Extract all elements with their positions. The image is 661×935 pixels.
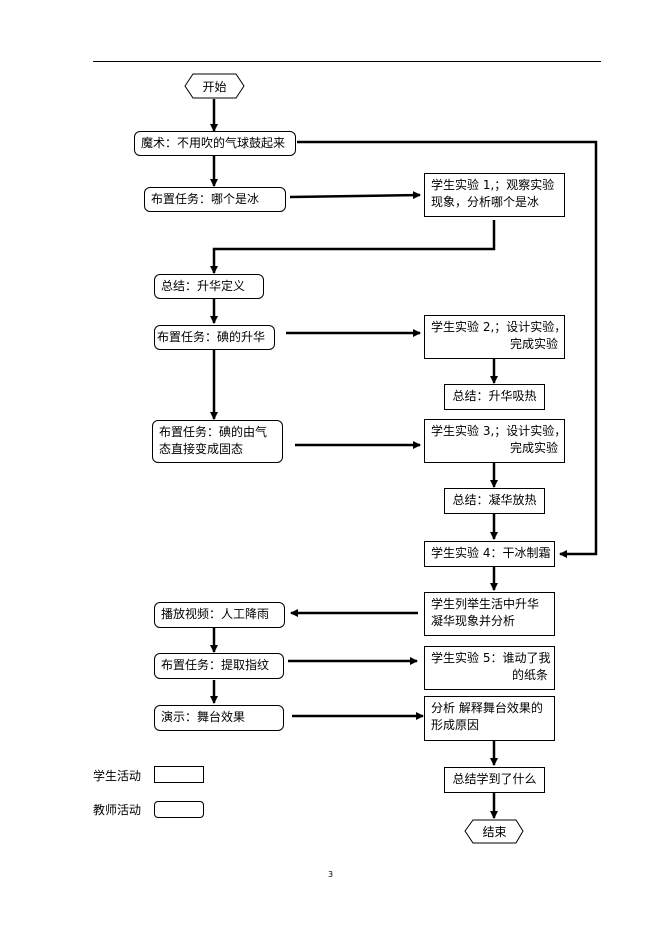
node-list-examples-line2: 凝华现象并分析 <box>431 614 516 628</box>
end-label: 结束 <box>482 825 507 839</box>
arrow-magic-exp4 <box>297 140 598 558</box>
node-exp5-line1: 学生实验 5：谁动了我 <box>431 651 551 665</box>
node-exp5: 学生实验 5：谁动了我 的纸条 <box>424 646 555 690</box>
node-exp2-line1: 学生实验 2,；设计实验， <box>431 320 567 334</box>
node-demo-stage: 演示：舞台效果 <box>154 705 284 731</box>
node-task-fingerprint: 布置任务：提取指纹 <box>154 653 284 679</box>
node-summary-release-text: 总结：凝华放热 <box>452 493 537 507</box>
node-video-rain: 播放视频：人工降雨 <box>154 602 285 628</box>
node-magic: 魔术：不用吹的气球鼓起来 <box>134 131 296 156</box>
legend-teacher-label: 教师活动 <box>93 803 142 817</box>
legend-teacher-box <box>154 801 204 818</box>
node-exp3: 学生实验 3,；设计实验， 完成实验 <box>424 419 567 463</box>
node-exp4: 学生实验 4：干冰制霜 <box>424 541 555 567</box>
node-analysis-line2: 形成原因 <box>431 718 480 732</box>
header-rule <box>93 61 601 62</box>
node-summary-absorb-text: 总结：升华吸热 <box>452 389 537 403</box>
node-summary-learned-text: 总结学到了什么 <box>452 772 537 786</box>
node-task-ice-text: 布置任务：哪个是冰 <box>151 192 260 206</box>
node-task-iodine-sublimation-text: 布置任务：碘的升华 <box>157 330 266 344</box>
arrow-task1-exp1 <box>289 191 421 200</box>
node-analysis-line1: 分析 解释舞台效果的 <box>431 701 543 715</box>
node-summary-release: 总结：凝华放热 <box>444 488 545 514</box>
node-exp1-line2: 现象，分析哪个是冰 <box>431 195 540 209</box>
node-task-iodine-sublimation: 布置任务：碘的升华 <box>154 325 275 350</box>
node-exp1: 学生实验 1,；观察实验 现象，分析哪个是冰 <box>424 173 565 217</box>
node-video-rain-text: 播放视频：人工降雨 <box>161 607 270 621</box>
start-terminator <box>184 73 245 99</box>
node-task-iodine-deposition-line2: 态直接变成固态 <box>159 442 244 456</box>
node-list-examples-line1: 学生列举生活中升华 <box>431 597 540 611</box>
node-magic-text: 魔术：不用吹的气球鼓起来 <box>141 136 286 150</box>
node-summary-absorb: 总结：升华吸热 <box>444 384 545 410</box>
node-summary-learned: 总结学到了什么 <box>444 767 545 793</box>
node-exp3-line1: 学生实验 3,；设计实验， <box>431 424 567 438</box>
node-task-iodine-deposition-line1: 布置任务：碘的由气 <box>159 425 268 439</box>
node-exp4-text: 学生实验 4：干冰制霜 <box>431 546 551 560</box>
node-list-examples: 学生列举生活中升华 凝华现象并分析 <box>424 592 555 636</box>
node-summary-definition-text: 总结：升华定义 <box>161 279 246 293</box>
node-exp5-line2: 的纸条 <box>511 668 548 682</box>
node-task-ice: 布置任务：哪个是冰 <box>144 187 286 212</box>
start-label: 开始 <box>202 80 227 94</box>
legend-student-label: 学生活动 <box>93 769 142 783</box>
end-terminator <box>464 819 524 844</box>
node-task-iodine-deposition: 布置任务：碘的由气 态直接变成固态 <box>152 420 283 463</box>
node-demo-stage-text: 演示：舞台效果 <box>161 710 246 724</box>
node-summary-definition: 总结：升华定义 <box>154 274 264 299</box>
page-number: 3 <box>327 870 334 879</box>
node-exp1-line1: 学生实验 1,；观察实验 <box>431 178 555 192</box>
node-analysis: 分析 解释舞台效果的 形成原因 <box>424 696 555 741</box>
arrow-exp1-summary <box>210 220 496 274</box>
node-task-fingerprint-text: 布置任务：提取指纹 <box>161 658 270 672</box>
legend-student-box <box>154 766 204 783</box>
node-exp2-line2: 完成实验 <box>509 337 558 351</box>
node-exp2: 学生实验 2,；设计实验， 完成实验 <box>424 315 567 359</box>
node-exp3-line2: 完成实验 <box>509 441 558 455</box>
